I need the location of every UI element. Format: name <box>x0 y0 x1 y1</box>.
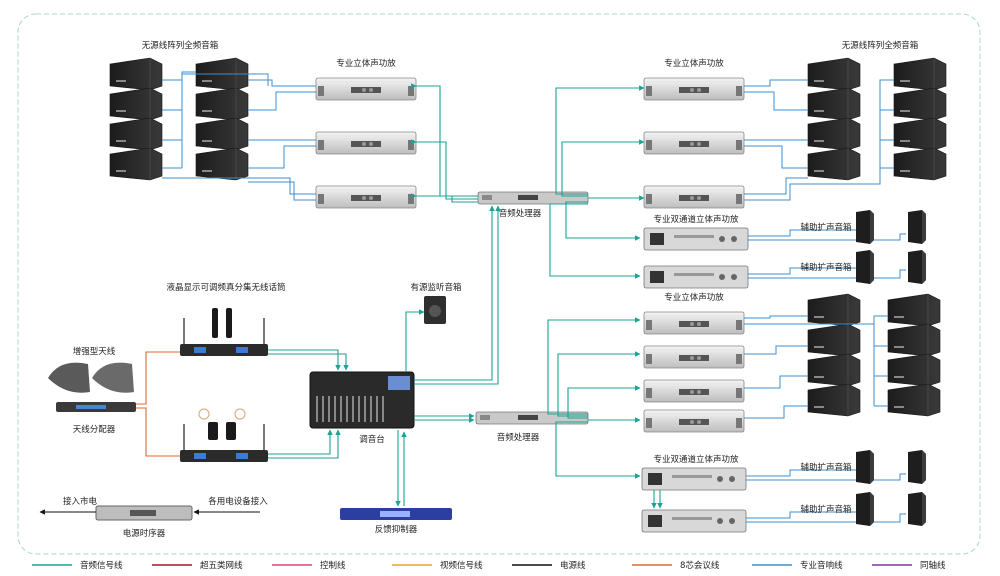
antenna-cables <box>136 351 180 457</box>
legend-label: 电源线 <box>560 560 586 571</box>
pro-amp-mid-1 <box>643 311 745 335</box>
processor-top-right-lines <box>549 85 645 279</box>
dual-amp-bottom-link <box>651 490 663 509</box>
speaker-cables-left <box>162 71 316 201</box>
diagram-frame <box>17 13 981 555</box>
audio-processor-bottom-label: 音频处理器 <box>497 432 540 443</box>
processor-top-left-lines <box>411 83 478 203</box>
dual-amp-bottom-1 <box>641 467 747 491</box>
backup-in-label: 各用电设备接入 <box>208 496 268 507</box>
antenna-splitter <box>56 402 136 412</box>
feedback-suppressor <box>340 508 452 520</box>
left-line-array-speakers <box>109 57 249 181</box>
pro-amp-right-1 <box>643 77 745 101</box>
legend: 音频信号线 超五类网线 控制线 视频信号线 电源线 8芯会议线 专业音响线 同轴线 <box>32 560 946 571</box>
pro-amp-mid-3 <box>643 379 745 403</box>
power-sequencer-label: 电源时序器 <box>123 528 166 539</box>
aux-speaker-2-label: 辅助扩声音箱 <box>800 262 852 273</box>
legend-label: 同轴线 <box>920 560 946 571</box>
pro-amp-mid-4 <box>643 409 745 433</box>
legend-label: 专业音响线 <box>800 560 843 571</box>
passive-array-left-label: 无源线阵列全频音箱 <box>142 40 219 51</box>
dual-amp-top-1 <box>643 227 749 251</box>
right-line-array-speakers <box>807 57 947 181</box>
feedback-suppressor-label: 反馈抑制器 <box>375 524 418 535</box>
dual-amp-bottom-2 <box>641 509 747 533</box>
legend-label: 视频信号线 <box>440 560 483 571</box>
speaker-cables-mid <box>744 315 888 419</box>
aux-cables-top <box>748 229 906 279</box>
legend-label: 8芯会议线 <box>680 560 720 571</box>
enhanced-antenna <box>48 362 134 393</box>
aux-speakers-top <box>856 210 926 284</box>
antenna-splitter-label: 天线分配器 <box>73 424 116 435</box>
enhanced-antenna-label: 增强型天线 <box>73 346 116 357</box>
pro-amp-left-2 <box>315 131 417 155</box>
pro-amp-top-left-label: 专业立体声功放 <box>336 58 396 69</box>
power-sequencer <box>95 505 193 521</box>
pro-amp-left-3 <box>315 185 417 209</box>
legend-label: 控制线 <box>320 560 346 571</box>
mixer-audio-lines <box>268 205 501 507</box>
aux-speaker-1-label: 辅助扩声音箱 <box>800 222 852 233</box>
legend-label: 音频信号线 <box>80 560 123 571</box>
active-monitor-speaker <box>424 296 446 324</box>
pro-amp-left-1 <box>315 77 417 101</box>
dual-amp-bottom-label: 专业双通道立体声功放 <box>653 454 739 465</box>
aux-speaker-3-label: 辅助扩声音箱 <box>800 462 852 473</box>
processor-bottom-right-lines <box>547 317 641 479</box>
pro-amp-top-right-label: 专业立体声功放 <box>664 58 724 69</box>
aux-cables-bottom <box>746 469 906 523</box>
aux-speaker-4-label: 辅助扩声音箱 <box>800 504 852 515</box>
lcd-wireless-mic-label: 液晶显示可调频真分集无线话筒 <box>166 282 285 293</box>
mixer-console <box>309 371 415 429</box>
mains-in-label: 接入市电 <box>63 496 98 507</box>
wireless-mic-receiver-1 <box>180 308 268 356</box>
wireless-mic-receiver-2 <box>180 408 268 462</box>
speaker-cables-right <box>744 79 894 201</box>
active-monitor-label: 有源监听音箱 <box>410 282 462 293</box>
dual-amp-top-2 <box>643 265 749 289</box>
pro-amp-right-3 <box>643 185 745 209</box>
legend-label: 超五类网线 <box>200 560 243 571</box>
mixer-label: 调音台 <box>359 434 385 445</box>
pro-amp-mid-2 <box>643 345 745 369</box>
passive-array-right-label: 无源线阵列全频音箱 <box>842 40 919 51</box>
audio-processor-top-label: 音频处理器 <box>499 208 542 219</box>
pro-amp-mid-right-label: 专业立体声功放 <box>664 292 724 303</box>
aux-speakers-bottom <box>856 450 926 526</box>
pro-amp-right-2 <box>643 131 745 155</box>
dual-amp-top-label: 专业双通道立体声功放 <box>653 214 739 225</box>
